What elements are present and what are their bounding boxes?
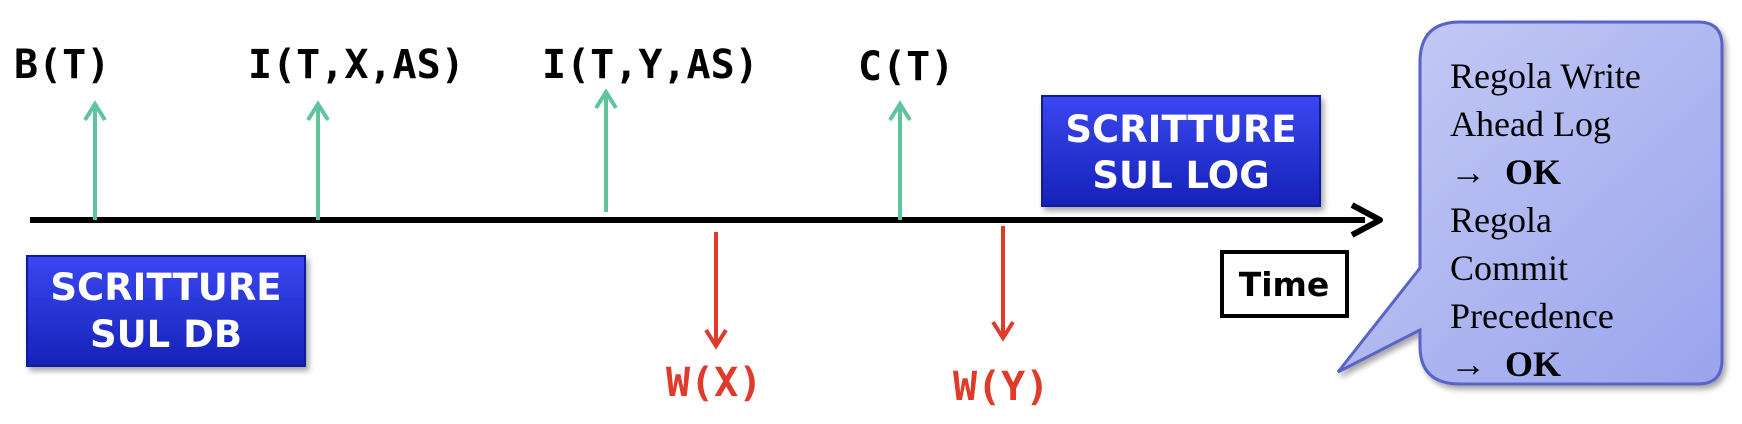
callout-line-7: → OK [1450, 344, 1561, 384]
callout-ok-2: OK [1505, 344, 1561, 384]
rules-callout: Regola Write Ahead Log → OK Regola Commi… [1336, 20, 1724, 386]
db-write-label-x: W(X) [666, 360, 762, 406]
time-axis-arrowhead-icon [1350, 202, 1383, 238]
log-writes-box-line2: SUL LOG [1092, 154, 1269, 197]
db-write-arrows [704, 226, 1015, 350]
log-write-arrows [83, 88, 912, 220]
down-arrow-icon [991, 226, 1015, 342]
db-writes-box: SCRITTURE SUL DB [26, 255, 306, 367]
time-axis [30, 202, 1383, 238]
event-label-insert-y: I(T,Y,AS) [542, 42, 759, 88]
db-writes-box-line1: SCRITTURE [50, 266, 281, 309]
log-writes-box: SCRITTURE SUL LOG [1041, 95, 1321, 207]
event-label-begin: B(T) [14, 42, 110, 88]
right-arrow-icon: → [1450, 344, 1486, 384]
time-label: Time [1239, 265, 1330, 304]
right-arrow-icon: → [1450, 152, 1486, 192]
callout-line-4: Regola [1450, 200, 1552, 240]
callout-line-6: Precedence [1450, 296, 1614, 336]
db-write-labels: W(X) W(Y) [666, 360, 1049, 410]
db-writes-box-line2: SUL DB [90, 313, 242, 356]
callout-line-2: Ahead Log [1450, 104, 1611, 144]
callout-line-1: Regola Write [1450, 56, 1641, 96]
up-arrow-icon [594, 88, 618, 212]
up-arrow-icon [306, 100, 330, 220]
callout-line-5: Commit [1450, 248, 1568, 288]
up-arrow-icon [83, 100, 107, 220]
event-labels: B(T) I(T,X,AS) I(T,Y,AS) C(T) [14, 42, 954, 90]
log-writes-box-line1: SCRITTURE [1065, 108, 1296, 151]
up-arrow-icon [888, 100, 912, 220]
event-label-commit: C(T) [858, 44, 954, 90]
callout-line-3: → OK [1450, 152, 1561, 192]
db-write-label-y: W(Y) [953, 364, 1049, 410]
time-label-box: Time [1220, 250, 1349, 318]
callout-ok-1: OK [1505, 152, 1561, 192]
event-label-insert-x: I(T,X,AS) [248, 42, 465, 88]
down-arrow-icon [704, 232, 728, 350]
